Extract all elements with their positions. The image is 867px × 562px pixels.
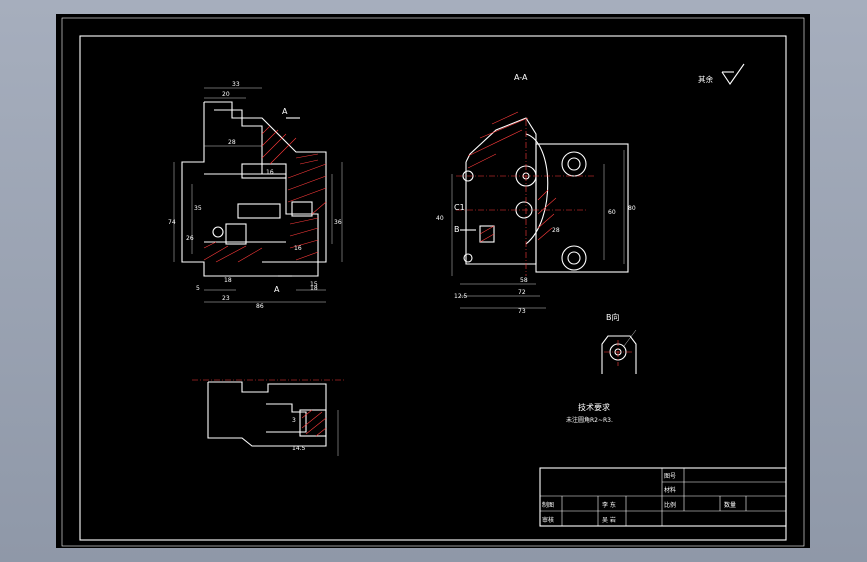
outer-border [61,17,805,547]
dim-label: 3 [292,417,296,424]
front-view: 33 20 28 16 16 15 35 18 23 36 26 18 86 5… [168,81,343,310]
dim-label: 36 [334,219,342,226]
dim-label: 33 [232,81,240,88]
view-b-title: B向 [606,312,620,322]
section-marker-a: A [282,107,288,116]
dim-label: 26 [186,235,194,242]
dim-label: 80 [628,205,636,212]
dim-label: 18 [224,277,232,284]
section-title: A-A [514,73,528,82]
dim-label: 5 [196,285,200,292]
drawing-canvas: 33 20 28 16 16 15 35 18 23 36 26 18 86 5… [61,17,805,547]
dim-label: 74 [168,219,176,226]
chamfer-label: C1 [454,203,465,212]
drawing-sheet: 33 20 28 16 16 15 35 18 23 36 26 18 86 5… [56,14,810,548]
roughness-note: 其余 [698,74,713,84]
dim-label: 28 [228,139,236,146]
dim-label: 15 [310,281,318,288]
title-material: 材料 [664,486,676,494]
dim-label: 28 [552,227,560,234]
tech-requirements-note: 未注圆角R2~R3. [566,416,613,424]
dim-label: 12.5 [454,293,468,300]
section-marker-a: A [274,285,280,294]
dim-label: 16 [294,245,302,252]
title-signature: 吴 岩 [602,516,616,524]
title-quantity: 数量 [724,501,736,509]
title-block: 图号 材料 制图 审核 李 东 吴 岩 比例 数量 [539,467,787,527]
dim-label: 18 [310,285,318,292]
title-signature: 李 东 [602,501,616,509]
inner-border [79,35,787,541]
dim-label: 20 [222,91,230,98]
title-scale: 比例 [664,501,676,509]
dim-label: 73 [518,308,526,315]
section-view: A-A [436,73,636,315]
tech-requirements-title: 技术要求 [578,402,610,412]
roughness-symbol: 其余 [698,63,745,85]
title-drawing-no: 图号 [664,473,676,480]
dim-label: 86 [256,303,264,310]
view-b: B向 [601,312,637,374]
dim-label: 60 [608,209,616,216]
title-drawn: 制图 [542,501,554,509]
dim-label: 35 [194,205,202,212]
dim-label: 58 [520,277,528,284]
dim-label: 23 [222,295,230,302]
dim-label: 40 [436,215,444,222]
dim-label: 14.5 [292,445,306,452]
title-checked: 审核 [542,516,554,524]
dim-label: 72 [518,289,526,296]
dim-label: 16 [266,169,274,176]
view-marker-b: B [454,225,460,234]
bottom-section-view: 3 14.5 [192,379,346,456]
